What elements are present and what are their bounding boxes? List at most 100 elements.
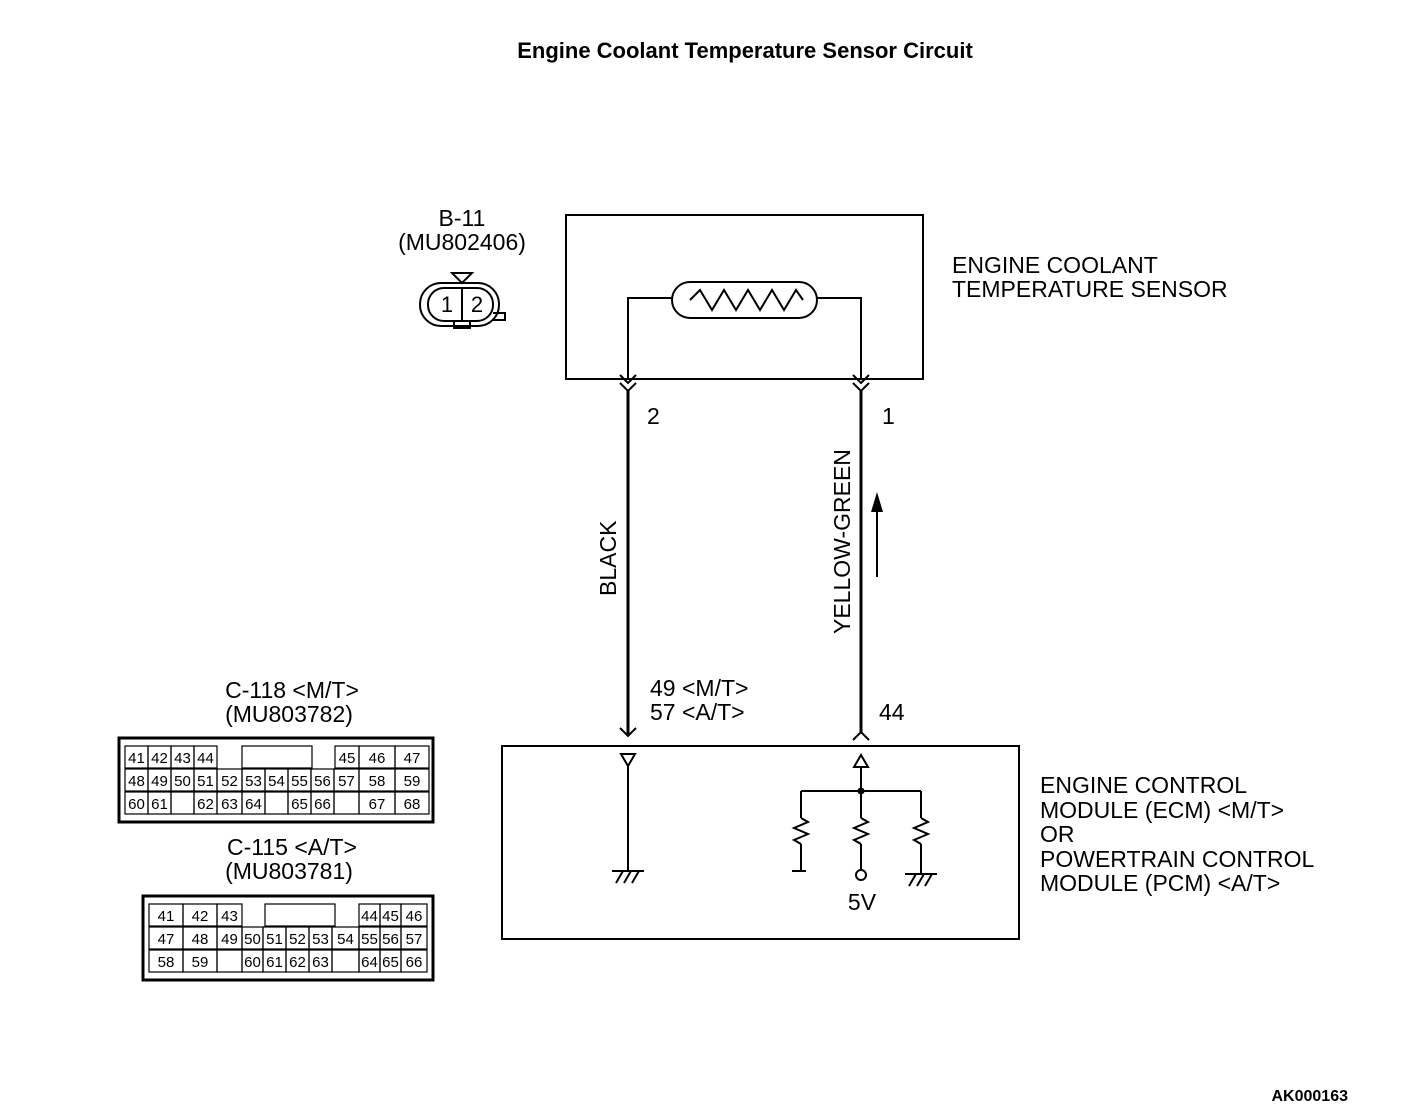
connector-pin-cell bbox=[264, 903, 336, 927]
page-title: Engine Coolant Temperature Sensor Circui… bbox=[517, 38, 973, 63]
connector-pin-cell bbox=[264, 791, 289, 815]
thermistor-symbol bbox=[671, 281, 818, 319]
ecm-terminal-left-chevron bbox=[619, 727, 637, 738]
ecm-supply-label: 5V bbox=[848, 889, 877, 915]
ecm-name-line2: MODULE (ECM) <M/T> bbox=[1040, 797, 1284, 823]
connector-pin-number: 65 bbox=[382, 954, 399, 971]
ecm-input-right-triangle bbox=[852, 753, 870, 768]
connector-pin-number: 56 bbox=[382, 931, 399, 948]
connector-pin-number: 60 bbox=[128, 796, 145, 813]
connector-pin-number: 50 bbox=[244, 931, 261, 948]
connector-pin-number: 58 bbox=[158, 954, 175, 971]
b11-pin-2: 2 bbox=[471, 292, 483, 317]
connector-pin-number: 43 bbox=[221, 908, 238, 925]
connector-pin-number: 55 bbox=[361, 931, 378, 948]
connector-pin-number: 62 bbox=[197, 796, 214, 813]
connector-pin-cell bbox=[241, 745, 313, 769]
connector-pin-number: 51 bbox=[266, 931, 283, 948]
ecm-pin-right-label: 44 bbox=[879, 699, 905, 725]
sensor-terminal-left bbox=[619, 374, 637, 385]
connector-pin-cell bbox=[216, 903, 243, 927]
ecm-name-line5: MODULE (PCM) <A/T> bbox=[1040, 870, 1280, 896]
connector-pin-number: 63 bbox=[312, 954, 329, 971]
connector-pin-number: 41 bbox=[158, 908, 175, 925]
connector-pin-cell bbox=[170, 791, 195, 815]
connector-pin-number: 52 bbox=[289, 931, 306, 948]
connector-pin-number: 45 bbox=[382, 908, 399, 925]
ecm-input-left-triangle bbox=[619, 753, 637, 768]
connector-pin-cell bbox=[394, 791, 430, 815]
sensor-pin-right-label: 1 bbox=[882, 403, 895, 429]
connector-pin-number: 45 bbox=[339, 750, 356, 767]
sensor-name-line1: ENGINE COOLANT bbox=[952, 252, 1158, 278]
connector-pin-number: 53 bbox=[312, 931, 329, 948]
connector-pin-number: 61 bbox=[151, 796, 168, 813]
ecm-pin-left-line1: 49 <M/T> bbox=[650, 675, 748, 701]
ecm-name-line4: POWERTRAIN CONTROL bbox=[1040, 846, 1315, 872]
connector-pin-cell bbox=[333, 791, 360, 815]
connector-pin-cell bbox=[331, 949, 360, 973]
connector-pin-number: 46 bbox=[369, 750, 386, 767]
connector-pin-number: 42 bbox=[192, 908, 209, 925]
ecm-pin-left-line2: 57 <A/T> bbox=[650, 699, 745, 725]
connector-pin-number: 48 bbox=[128, 773, 145, 790]
ground-icon bbox=[905, 873, 937, 887]
ecm-name-line3: OR bbox=[1040, 821, 1075, 847]
connector-pin-number: 41 bbox=[128, 750, 145, 767]
connector-pin-number: 43 bbox=[174, 750, 191, 767]
connector-pin-number: 52 bbox=[221, 773, 238, 790]
connector-pin-cell bbox=[394, 745, 430, 769]
connector-pin-number: 42 bbox=[151, 750, 168, 767]
connector-pin-number: 47 bbox=[158, 931, 175, 948]
connector-pin-number: 62 bbox=[289, 954, 306, 971]
c115-part-number: (MU803781) bbox=[225, 858, 353, 884]
connector-pin-number: 51 bbox=[197, 773, 214, 790]
connector-pin-number: 65 bbox=[291, 796, 308, 813]
ecm-name-line1: ENGINE CONTROL bbox=[1040, 772, 1247, 798]
thermistor-zigzag bbox=[689, 288, 804, 312]
connector-pin-number: 55 bbox=[291, 773, 308, 790]
ground-icon bbox=[612, 870, 644, 884]
current-flow-arrowhead bbox=[871, 492, 883, 512]
connector-pin-number: 61 bbox=[266, 954, 283, 971]
connector-pin-number: 57 bbox=[338, 773, 355, 790]
connector-pin-number: 56 bbox=[314, 773, 331, 790]
connector-pin-number: 66 bbox=[406, 954, 423, 971]
connector-pin-cell bbox=[400, 903, 428, 927]
connector-pin-number: 54 bbox=[337, 931, 354, 948]
connector-pin-number: 50 bbox=[174, 773, 191, 790]
figure-code: AK000163 bbox=[1272, 1088, 1349, 1105]
connector-pin-number: 49 bbox=[221, 931, 238, 948]
connector-pin-cell bbox=[394, 768, 430, 792]
resistor-right bbox=[911, 791, 931, 874]
wire-right-color-label: YELLOW-GREEN bbox=[829, 449, 855, 634]
connector-pin-number: 64 bbox=[361, 954, 378, 971]
connector-pin-number: 63 bbox=[221, 796, 238, 813]
connector-pin-cell bbox=[193, 745, 218, 769]
c115-outline bbox=[141, 894, 435, 982]
c118-outline bbox=[117, 736, 435, 824]
connector-pin-number: 57 bbox=[406, 931, 423, 948]
connector-pin-number: 53 bbox=[245, 773, 262, 790]
wire-left-color-label: BLACK bbox=[595, 520, 621, 596]
connector-pin-number: 64 bbox=[245, 796, 262, 813]
resistor-center bbox=[851, 791, 871, 881]
resistor-left bbox=[791, 791, 811, 872]
connector-pin-cell bbox=[400, 949, 428, 973]
connector-pin-number: 68 bbox=[404, 796, 421, 813]
connector-pin-number: 59 bbox=[192, 954, 209, 971]
c115-connector-id: C-115 <A/T> bbox=[227, 834, 357, 860]
ecm-box bbox=[501, 745, 1020, 940]
connector-pin-cell bbox=[216, 949, 243, 973]
b11-connector-face bbox=[419, 272, 506, 329]
connector-pin-number: 44 bbox=[197, 750, 214, 767]
connector-pin-number: 66 bbox=[314, 796, 331, 813]
sensor-connector-id: B-11 bbox=[439, 205, 486, 231]
connector-pin-number: 47 bbox=[404, 750, 421, 767]
sensor-name-line2: TEMPERATURE SENSOR bbox=[952, 276, 1228, 302]
sensor-pin-left-label: 2 bbox=[647, 403, 660, 429]
sensor-internal-lead-left bbox=[627, 297, 672, 379]
